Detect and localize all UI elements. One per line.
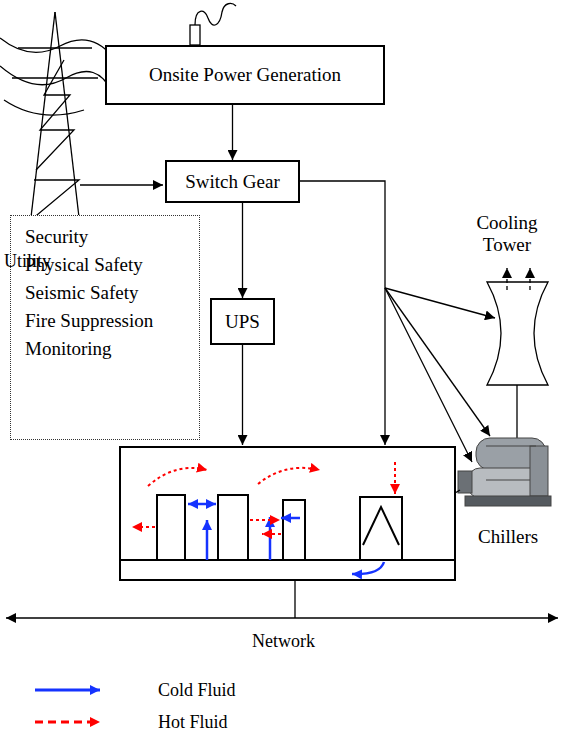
data-center-room (363, 507, 399, 545)
utility-label: Utility (4, 250, 51, 272)
chiller-image (458, 471, 472, 493)
cooling-tower (487, 282, 548, 385)
legend-text: Hot Fluid (158, 711, 228, 733)
node-text: Seismic Safety (25, 282, 138, 304)
power-wire (385, 288, 472, 462)
chiller-image (530, 446, 548, 496)
cooling-tower (506, 268, 507, 290)
chiller-image (458, 438, 551, 506)
utility-feed (80, 184, 163, 185)
power-wire (385, 288, 495, 318)
cold-air-flow (188, 504, 384, 574)
process-box: UPS (210, 298, 275, 345)
power-wire (300, 181, 385, 445)
cold-air-flow (188, 503, 216, 506)
data-center-room (283, 500, 305, 560)
antenna-icon (190, 4, 236, 45)
utility-tower (0, 12, 112, 243)
node-text: Fire Suppression (25, 310, 153, 332)
cold-air-flow (269, 517, 272, 560)
hot-air-flow (250, 519, 280, 521)
equipment-label: Chillers (478, 526, 538, 548)
network-line (6, 617, 558, 618)
power-wire (242, 345, 243, 445)
hot-air-flow (394, 462, 396, 494)
data-center-room (120, 447, 455, 580)
power-connector (242, 203, 243, 298)
power-wire (385, 288, 490, 436)
utility-tower (4, 100, 84, 115)
node-text: Security (25, 226, 88, 248)
node-text: Onsite Power Generation (149, 64, 341, 86)
note-box: SecurityPhysical SafetySeismic SafetyFir… (10, 215, 200, 440)
node-text: Monitoring (25, 338, 112, 360)
cold-air-flow (281, 517, 300, 520)
legend-cold-sample (35, 689, 100, 692)
antenna-icon (195, 4, 236, 26)
hot-air-flow (262, 533, 281, 535)
utility-tower (31, 180, 79, 220)
antenna-icon (190, 25, 200, 45)
hot-air-flow (132, 526, 155, 528)
utility-tower (12, 77, 98, 78)
cooling-tower (516, 385, 517, 440)
data-center-room (218, 495, 248, 560)
hot-air-flow (258, 468, 320, 484)
hot-air-flow (148, 468, 207, 486)
legend-text: Cold Fluid (158, 679, 236, 701)
power-wire (243, 181, 496, 462)
data-center-room (120, 447, 455, 580)
utility-tower (0, 38, 112, 56)
network-line (294, 580, 295, 618)
node-text: Switch Gear (185, 171, 279, 193)
network-line (6, 580, 558, 618)
chiller-image (465, 496, 551, 506)
power-connector (232, 105, 233, 160)
network-label: Network (252, 630, 315, 652)
utility-tower (0, 66, 112, 92)
cooling-tower (487, 268, 548, 440)
process-box: Onsite Power Generation (105, 45, 385, 105)
node-text: UPS (225, 311, 260, 333)
data-center-room (157, 495, 185, 560)
data-center-room (120, 560, 455, 580)
hot-air-flow (132, 462, 395, 534)
equipment-label: Cooling Tower (465, 212, 549, 256)
legend-hot-sample (35, 721, 100, 724)
cooling-tower (529, 268, 530, 290)
chiller-image (486, 446, 536, 480)
data-center-room (360, 497, 402, 560)
cold-air-flow (352, 562, 384, 574)
process-box: Switch Gear (165, 160, 300, 203)
cold-air-flow (206, 520, 209, 560)
